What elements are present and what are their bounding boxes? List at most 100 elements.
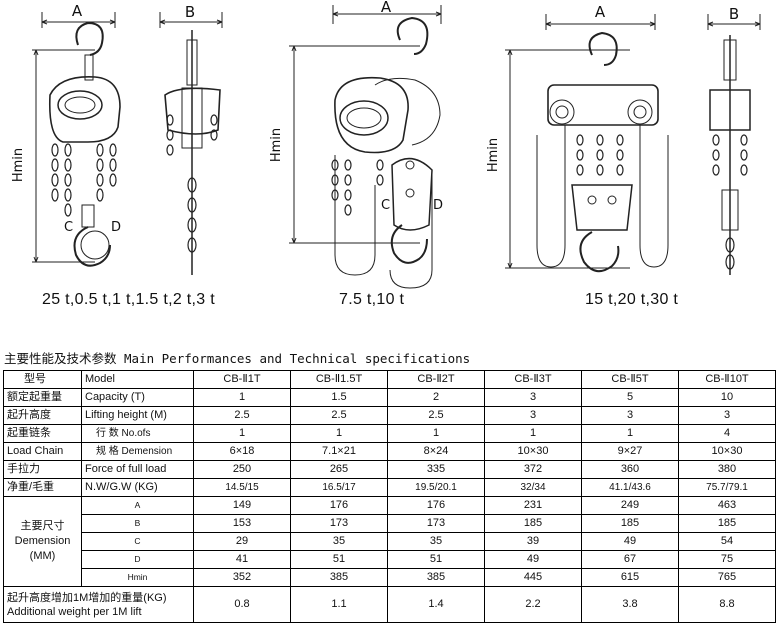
model-3: CB-Ⅱ2T (387, 370, 485, 389)
dim-hmin-value: 445 (484, 568, 582, 587)
dim-hmin-value: 765 (678, 568, 776, 587)
table-row-capacity: 额定起重量 Capacity (T) 1 1.5 2 3 5 10 (3, 388, 776, 407)
dim-a-value: 249 (581, 496, 679, 515)
large-hoist-front-view (505, 14, 669, 273)
additional-value: 1.4 (387, 586, 485, 623)
lifting-value: 2.5 (290, 406, 388, 425)
dim-d-value: 51 (387, 550, 485, 569)
capacity-value: 1 (193, 388, 291, 407)
force-value: 250 (193, 460, 291, 479)
dimension-header: 主要尺寸 Demension (MM) (3, 496, 82, 587)
capacity-cn: 额定起重量 (3, 388, 82, 407)
chain-dim-value: 9×27 (581, 442, 679, 461)
spec-title: 主要性能及技术参数 Main Performances and Technica… (4, 351, 471, 366)
table-row-dim-a: 主要尺寸 Demension (MM) A 149 176 176 231 24… (3, 496, 776, 587)
capacity-value: 5 (581, 388, 679, 407)
dimension-cn: 主要尺寸 (20, 520, 65, 532)
hoist-diagrams: A Hmin C D B (11, 0, 761, 289)
dim-row-label: Hmin (81, 568, 194, 587)
weight-cn: 净重/毛重 (3, 478, 82, 497)
dim-c-value: 49 (581, 532, 679, 551)
medium-hoist-view (289, 5, 442, 289)
small-hoist-side-view (159, 12, 223, 275)
force-value: 335 (387, 460, 485, 479)
dim-hmin-label-2: Hmin (269, 128, 284, 162)
additional-value: 2.2 (484, 586, 582, 623)
dim-c-value: 29 (193, 532, 291, 551)
dim-b-label-1: B (185, 3, 195, 21)
dim-row-label: C (81, 532, 194, 551)
model-6: CB-Ⅱ10T (678, 370, 776, 389)
dim-a-value: 176 (290, 496, 388, 515)
lifting-value: 2.5 (387, 406, 485, 425)
force-value: 380 (678, 460, 776, 479)
load-chain-cn: 起重链条 (3, 424, 82, 443)
dim-b-value: 173 (387, 514, 485, 533)
falls-value: 1 (581, 424, 679, 443)
additional-cn: 起升高度增加1M增加的重量(KG) (7, 591, 167, 604)
small-hoist-front-view (32, 12, 121, 267)
table-row-chain-falls: 起重链条 行 数 No.ofs 1 1 1 1 1 4 (3, 424, 776, 443)
dim-hmin-label-1: Hmin (11, 148, 26, 182)
chain-dim-value: 10×30 (678, 442, 776, 461)
dim-d-value: 51 (290, 550, 388, 569)
capacity-value: 10 (678, 388, 776, 407)
dim-c-value: 54 (678, 532, 776, 551)
dim-row-label: A (81, 496, 194, 515)
weight-value: 41.1/43.6 (581, 478, 679, 497)
caption-small-capacities: 25 t,0.5 t,1 t,1.5 t,2 t,3 t (42, 291, 215, 308)
model-4: CB-Ⅱ3T (484, 370, 582, 389)
dim-b-label-2: B (729, 5, 739, 23)
lifting-value: 3 (581, 406, 679, 425)
dim-hmin-value: 352 (193, 568, 291, 587)
table-row-additional-weight: 起升高度增加1M增加的重量(KG) Additional weight per … (3, 586, 776, 623)
force-value: 265 (290, 460, 388, 479)
dimension-unit: (MM) (29, 550, 56, 562)
dim-c-label-2: C (381, 198, 390, 213)
dim-c-label-1: C (64, 220, 73, 235)
dim-hmin-value: 385 (290, 568, 388, 587)
force-value: 372 (484, 460, 582, 479)
weight-value: 19.5/20.1 (387, 478, 485, 497)
force-en: Force of full load (81, 460, 194, 479)
lifting-value: 3 (484, 406, 582, 425)
caption-large-capacities: 15 t,20 t,30 t (585, 291, 679, 308)
dim-c-value: 35 (290, 532, 388, 551)
dim-d-value: 49 (484, 550, 582, 569)
dim-a-value: 149 (193, 496, 291, 515)
model-2: CB-Ⅱ1.5T (290, 370, 388, 389)
dim-row-label: D (81, 550, 194, 569)
additional-value: 3.8 (581, 586, 679, 623)
table-row-dim-hmin: Hmin 352 385 385 445 615 765 (4, 568, 776, 587)
table-row-dim-d: D 41 51 51 49 67 75 (4, 550, 776, 569)
load-chain-en: Load Chain (3, 442, 82, 461)
dim-d-label-2: D (433, 198, 443, 213)
dim-d-value: 75 (678, 550, 776, 569)
weight-value: 14.5/15 (193, 478, 291, 497)
capacity-value: 2 (387, 388, 485, 407)
dim-d-value: 67 (581, 550, 679, 569)
dim-b-value: 153 (193, 514, 291, 533)
model-cn: 型号 (3, 370, 82, 389)
dim-row-label: B (81, 514, 194, 533)
spec-table: 型号 Model CB-Ⅱ1T CB-Ⅱ1.5T CB-Ⅱ2T CB-Ⅱ3T C… (3, 370, 776, 623)
table-row-lifting-height: 起升高度 Lifting height (M) 2.5 2.5 2.5 3 3 … (3, 406, 776, 425)
dim-hmin-value: 615 (581, 568, 679, 587)
dim-b-value: 185 (484, 514, 582, 533)
additional-value: 8.8 (678, 586, 776, 623)
table-row-chain-dimension: Load Chain 规 格 Demension 6×18 7.1×21 8×2… (3, 442, 776, 461)
lifting-value: 3 (678, 406, 776, 425)
additional-value: 0.8 (193, 586, 291, 623)
additional-label: 起升高度增加1M增加的重量(KG) Additional weight per … (3, 586, 194, 623)
falls-value: 4 (678, 424, 776, 443)
lifting-en: Lifting height (M) (81, 406, 194, 425)
capacity-value: 1.5 (290, 388, 388, 407)
falls-value: 1 (193, 424, 291, 443)
dim-a-label-2: A (381, 0, 392, 16)
dim-b-value: 185 (678, 514, 776, 533)
chain-dim-value: 6×18 (193, 442, 291, 461)
dim-d-value: 41 (193, 550, 291, 569)
lifting-value: 2.5 (193, 406, 291, 425)
dim-d-label-1: D (111, 220, 121, 235)
dim-a-value: 231 (484, 496, 582, 515)
